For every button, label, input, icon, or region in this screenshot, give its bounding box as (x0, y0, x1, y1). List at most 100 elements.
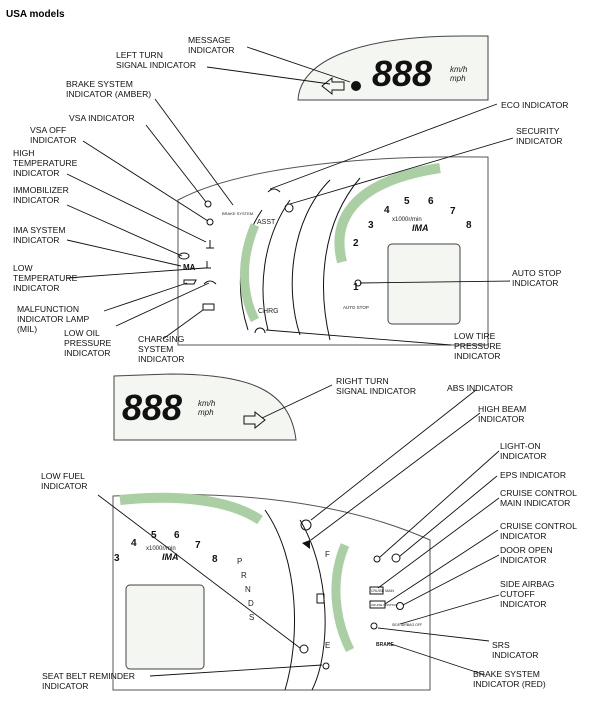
right-turn-arrow-icon (243, 410, 266, 430)
btach-4: 4 (131, 538, 137, 549)
immobilizer-icon (178, 252, 190, 260)
label-abs: ABS INDICATOR (447, 383, 513, 393)
top-tach-screen (387, 243, 461, 325)
gear-p: P (237, 557, 242, 566)
low-fuel-lamp-icon (299, 644, 309, 654)
brake-system-text: BRAKE SYSTEM (222, 211, 253, 216)
cruise-main-tag (369, 586, 384, 595)
top-unit-kmh: km/h (450, 65, 468, 74)
fuel-full: F (325, 550, 330, 559)
oil-can-icon (203, 280, 217, 285)
label-vsa: VSA INDICATOR (69, 113, 135, 123)
eco-icon (267, 188, 281, 193)
security-key-icon (284, 203, 294, 213)
btach-5: 5 (151, 530, 157, 541)
cruise-control-tag-text: CRUISE CONTROL (371, 603, 398, 607)
asst-text: ASST (257, 219, 276, 226)
top-rpm-unit: x1000r/min (392, 217, 422, 223)
page-title: USA models (6, 9, 65, 20)
message-icon (351, 81, 361, 91)
chrg-text: CHRG (258, 308, 279, 315)
btach-8: 8 (212, 554, 218, 565)
left-turn-arrow-icon (321, 76, 345, 96)
mid-unit-mph: mph (198, 408, 214, 417)
high-beam-icon (302, 540, 310, 549)
mid-unit-kmh: km/h (198, 399, 216, 408)
cruise-main-tag-text: CRUISE MAIN (371, 589, 394, 593)
bottom-ima-badge: IMA (162, 552, 179, 562)
label-eps: EPS INDICATOR (500, 470, 566, 480)
fuel-empty: E (325, 641, 330, 650)
battery-icon (202, 303, 215, 311)
low-temp-icon (204, 261, 211, 269)
cruise-control-tag (369, 600, 386, 609)
tach-1: 1 (353, 282, 359, 293)
btach-3: 3 (114, 553, 120, 564)
bottom-rpm-unit: x1000r/min (146, 546, 176, 552)
auto-stop-text: AUTO STOP (343, 305, 369, 310)
gear-r: R (241, 571, 247, 580)
leader-lines (66, 46, 514, 677)
tach-7: 7 (450, 206, 456, 217)
mid-speed-display: 888 km/h mph (113, 373, 297, 441)
tach-6: 6 (428, 196, 434, 207)
vsa-icon (204, 200, 212, 208)
side-airbag-tag-text: SIDE AIRBAG OFF (392, 623, 422, 627)
vsa-off-icon (206, 218, 214, 226)
tach-5: 5 (404, 196, 410, 207)
fuel-pump-icon (316, 593, 325, 604)
top-gauge-cluster: x1000r/min IMA 1 2 3 4 5 6 7 8 ASST CHRG… (177, 156, 489, 346)
tach-2: 2 (353, 238, 359, 249)
abs-icon (300, 519, 312, 531)
gear-s: S (249, 613, 254, 622)
label-eco: ECO INDICATOR (501, 100, 568, 110)
btach-6: 6 (174, 530, 180, 541)
tire-pressure-icon (254, 327, 266, 334)
srs-icon (370, 622, 378, 630)
top-ima-badge: IMA (412, 223, 429, 233)
door-open-icon (396, 602, 404, 610)
brake-red-tag-text: BRAKE (376, 642, 394, 648)
btach-7: 7 (195, 540, 201, 551)
tach-3: 3 (368, 220, 374, 231)
gear-d: D (248, 599, 254, 608)
light-on-icon (373, 555, 381, 563)
top-unit-mph: mph (450, 74, 466, 83)
top-speed-digits: 888 (372, 53, 432, 94)
eps-icon (391, 553, 401, 563)
top-speed-display: 888 km/h mph (297, 35, 489, 101)
seat-belt-icon (322, 662, 330, 670)
bottom-tach-screen (125, 584, 205, 670)
bottom-gauge-cluster: x1000r/min IMA 3 4 5 6 7 8 P R N D S F E… (112, 492, 431, 691)
mil-engine-icon (183, 279, 197, 285)
ima-icon: MA (183, 263, 196, 272)
high-temp-icon (206, 240, 214, 249)
tach-4: 4 (384, 205, 390, 216)
